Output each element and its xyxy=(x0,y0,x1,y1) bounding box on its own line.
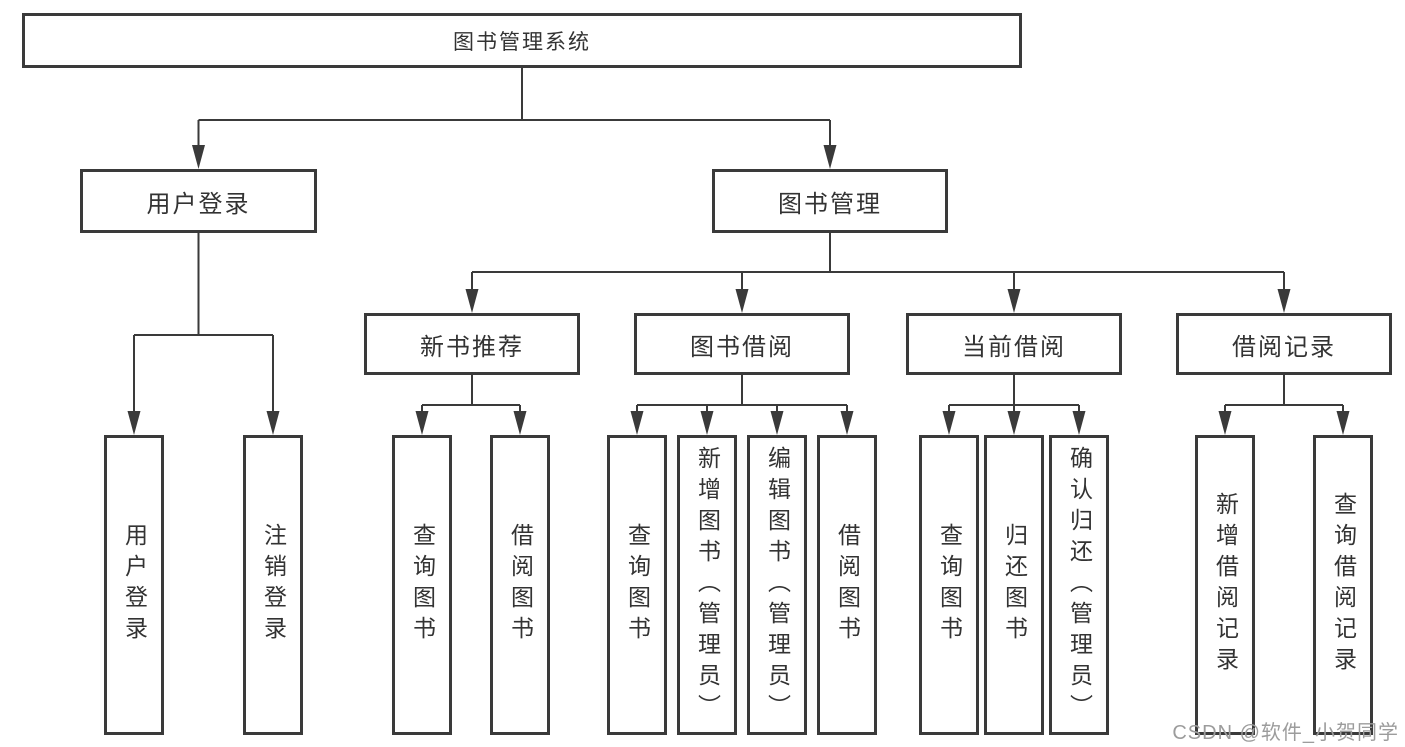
csdn-watermark: CSDN @软件_小贺同学 xyxy=(1172,722,1399,744)
node-book-borrow: 图书借阅 xyxy=(634,313,850,375)
leaf-edit-books-admin: 编辑图书（管理员） xyxy=(747,435,807,735)
node-label: 借阅图书 xyxy=(507,523,534,647)
connector-root-stem xyxy=(197,68,831,146)
node-current-borrow: 当前借阅 xyxy=(906,313,1122,375)
node-label: 图书管理 xyxy=(778,190,882,218)
arrow-down-icon xyxy=(1007,411,1021,435)
node-label: 借阅记录 xyxy=(1232,333,1336,361)
node-label: 编辑图书（管理员） xyxy=(764,445,791,725)
leaf-borrow-books: 借阅图书 xyxy=(817,435,877,735)
arrow-down-icon xyxy=(1072,411,1086,435)
arrow-down-icon xyxy=(1336,411,1350,435)
node-label: 新增图书（管理员） xyxy=(694,445,721,725)
arrow-down-icon xyxy=(127,411,141,435)
node-book-management: 图书管理 xyxy=(712,169,948,233)
leaf-query-books: 查询图书 xyxy=(919,435,979,735)
node-label: 查询借阅记录 xyxy=(1330,492,1357,678)
connector-records xyxy=(1224,375,1344,412)
node-label: 查询图书 xyxy=(936,523,963,647)
arrow-down-icon xyxy=(1218,411,1232,435)
arrow-down-icon xyxy=(415,411,429,435)
connector-current xyxy=(948,375,1080,412)
node-label: 借阅图书 xyxy=(834,523,861,647)
leaf-return-books: 归还图书 xyxy=(984,435,1044,735)
connector-newbook xyxy=(421,375,521,412)
connector-bookmgmt xyxy=(471,233,1285,290)
node-label: 确认归还（管理员） xyxy=(1066,445,1093,725)
arrow-down-icon xyxy=(823,145,837,169)
leaf-confirm-return-admin: 确认归还（管理员） xyxy=(1049,435,1109,735)
arrow-down-icon xyxy=(192,145,205,169)
node-borrow-records: 借阅记录 xyxy=(1176,313,1392,375)
node-label: 归还图书 xyxy=(1001,523,1028,647)
node-new-book-recommend: 新书推荐 xyxy=(364,313,580,375)
arrow-down-icon xyxy=(735,289,749,313)
node-label: 查询图书 xyxy=(624,523,651,647)
node-label: 新书推荐 xyxy=(420,333,524,361)
arrow-down-icon xyxy=(513,411,527,435)
leaf-add-borrow-record: 新增借阅记录 xyxy=(1195,435,1255,735)
node-label: 查询图书 xyxy=(409,523,436,647)
leaf-add-books-admin: 新增图书（管理员） xyxy=(677,435,737,735)
node-label: 注销登录 xyxy=(260,523,287,647)
arrow-down-icon xyxy=(1007,289,1021,313)
connector-borrow xyxy=(636,375,848,412)
arrow-down-icon xyxy=(770,411,784,435)
arrow-down-icon xyxy=(266,411,280,435)
arrow-down-icon xyxy=(840,411,854,435)
leaf-borrow-books: 借阅图书 xyxy=(490,435,550,735)
leaf-query-books: 查询图书 xyxy=(607,435,667,735)
node-label: 图书管理系统 xyxy=(453,30,591,54)
arrow-down-icon xyxy=(942,411,956,435)
leaf-user-login: 用户登录 xyxy=(104,435,164,735)
node-label: 用户登录 xyxy=(146,190,251,218)
arrow-down-icon xyxy=(700,411,714,435)
node-label: 用户登录 xyxy=(121,523,148,647)
arrow-down-icon xyxy=(630,411,644,435)
node-root-system: 图书管理系统 xyxy=(22,13,1022,68)
arrow-down-icon xyxy=(465,289,479,313)
leaf-query-books: 查询图书 xyxy=(392,435,452,735)
leaf-logout: 注销登录 xyxy=(243,435,303,735)
arrow-down-icon xyxy=(1277,289,1291,313)
leaf-query-borrow-record: 查询借阅记录 xyxy=(1313,435,1373,735)
node-label: 新增借阅记录 xyxy=(1212,492,1239,678)
node-label: 图书借阅 xyxy=(690,333,794,361)
node-label: 当前借阅 xyxy=(962,333,1066,361)
node-user-login: 用户登录 xyxy=(80,169,317,233)
connector-userlogin xyxy=(133,233,274,412)
